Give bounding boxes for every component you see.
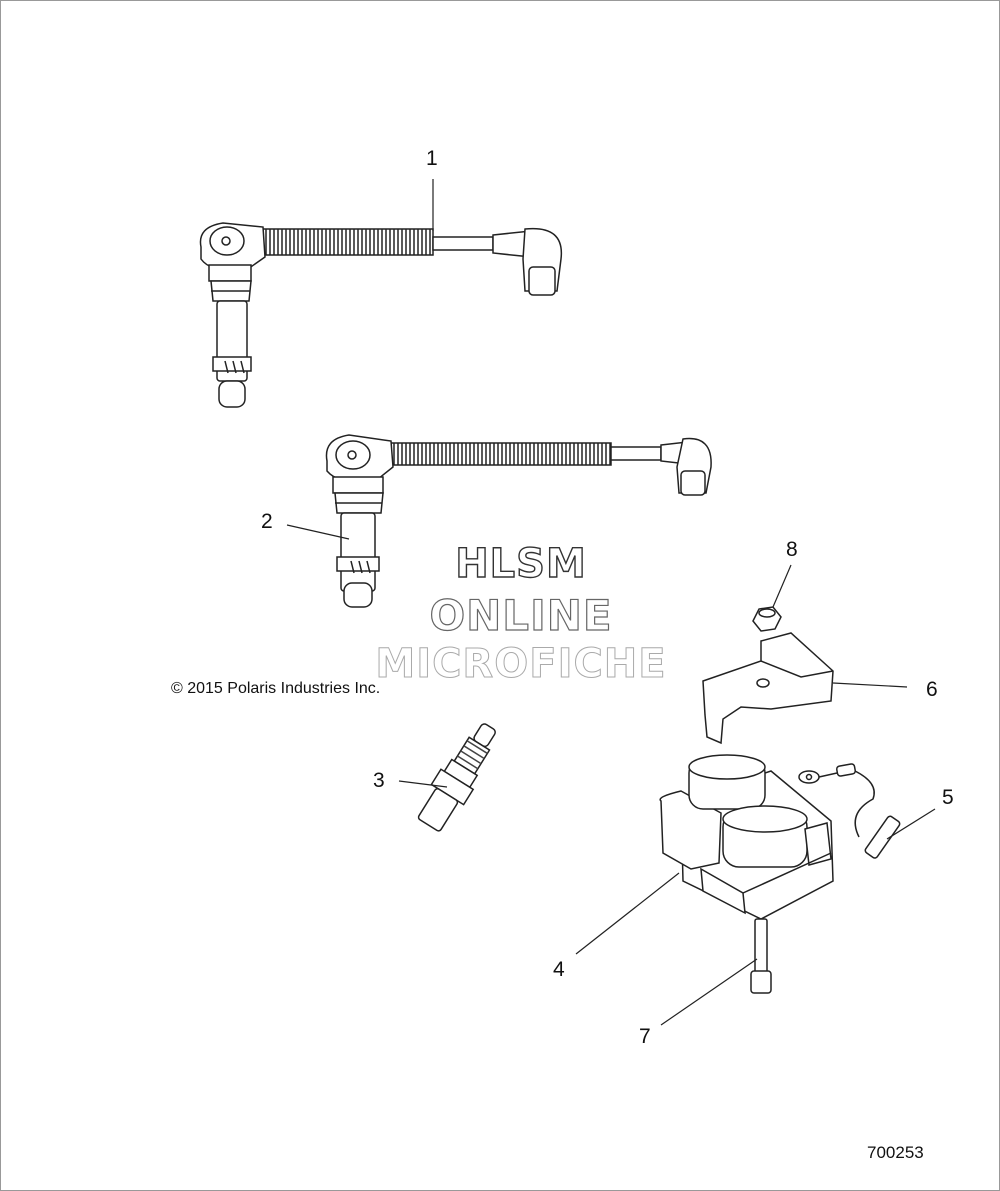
bolt-icon: [750, 918, 772, 994]
spark-plug-wire-long-icon: [199, 222, 563, 408]
callout-5: 5: [942, 786, 954, 809]
leader-lines: [286, 179, 936, 1026]
mounting-bracket-icon: [702, 632, 834, 745]
watermark-line-1: HLSM: [455, 540, 587, 587]
callout-4: 4: [553, 958, 565, 981]
spark-plug-icon: [417, 723, 496, 832]
callout-3: 3: [373, 769, 385, 792]
copyright-notice: © 2015 Polaris Industries Inc.: [171, 680, 381, 697]
figure-number: 700253: [867, 1143, 924, 1162]
ground-wire-icon: [798, 763, 901, 859]
callout-7: 7: [639, 1025, 651, 1048]
spark-plug-wire-short-icon: [325, 434, 712, 608]
ignition-coil-icon: [659, 754, 834, 920]
callout-6: 6: [926, 678, 938, 701]
callout-8: 8: [786, 538, 798, 561]
watermark-line-3: MICROFICHE: [375, 641, 667, 688]
nut-icon: [752, 606, 782, 632]
watermark-line-2: ONLINE: [429, 590, 613, 640]
callout-2: 2: [261, 510, 273, 533]
callout-1: 1: [426, 147, 438, 170]
